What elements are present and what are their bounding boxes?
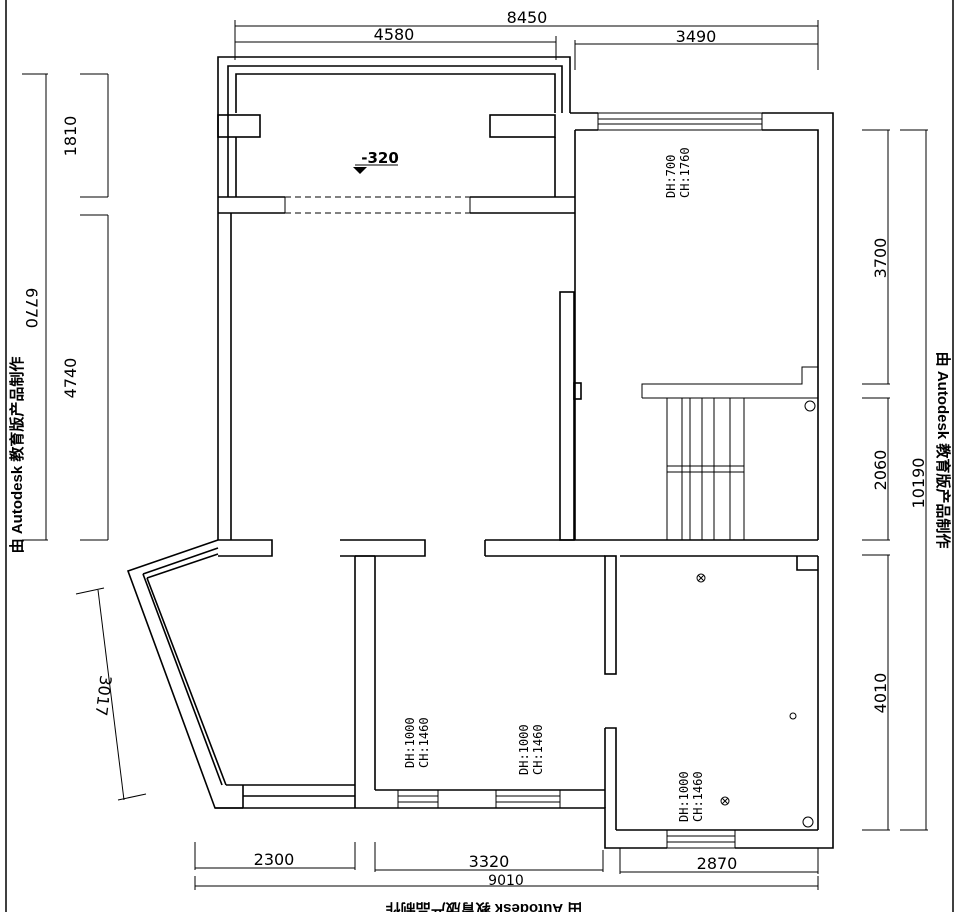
staircase [641, 366, 818, 541]
svg-text:DH:1000: DH:1000 [403, 717, 417, 768]
note-top-right: DH:700 CH:1760 [664, 147, 692, 198]
svg-text:CH:1460: CH:1460 [417, 717, 431, 768]
dim-bottom-mid: 3320 [469, 852, 510, 871]
note-bottom-a: DH:1000 CH:1460 [403, 717, 431, 768]
balcony-opening [284, 196, 471, 214]
dim-left-top: 1810 [61, 116, 80, 157]
dim-bottom-total: 9010 [488, 873, 524, 889]
watermark-left: 由 Autodesk 教育版产品制作 [8, 357, 26, 554]
watermark-bottom: 由 Autodesk 教育版产品制作 [386, 900, 583, 912]
svg-text:CH:1460: CH:1460 [691, 771, 705, 822]
watermark-right: 由 Autodesk 教育版产品制作 [934, 352, 952, 549]
dim-top-total: 8450 [507, 8, 548, 27]
dim-left-mid: 4740 [61, 358, 80, 399]
fixtures [696, 573, 814, 828]
elevation-marker: -320 [353, 149, 399, 174]
svg-text:DH:700: DH:700 [664, 155, 678, 198]
dim-top-left: 4580 [374, 25, 415, 44]
dim-top-right: 3490 [676, 27, 717, 46]
bay-window [126, 539, 355, 809]
dim-right-top: 3700 [871, 238, 890, 279]
note-bottom-b: DH:1000 CH:1460 [517, 724, 545, 775]
svg-text:CH:1460: CH:1460 [531, 724, 545, 775]
dim-right-total: 10190 [909, 458, 928, 509]
dim-bottom-right: 2870 [697, 854, 738, 873]
dim-right-mid: 2060 [871, 450, 890, 491]
dimension-lines [22, 20, 928, 890]
note-bottom-c: DH:1000 CH:1460 [677, 771, 705, 822]
dim-bottom-left: 2300 [254, 850, 295, 869]
windows [397, 112, 763, 849]
dim-left-total: 6770 [22, 288, 41, 329]
dim-right-low: 4010 [871, 673, 890, 714]
elevation-label: -320 [361, 149, 399, 167]
svg-text:DH:1000: DH:1000 [677, 771, 691, 822]
dim-left-diagonal: 3017 [92, 674, 116, 717]
svg-text:CH:1760: CH:1760 [678, 147, 692, 198]
svg-text:DH:1000: DH:1000 [517, 724, 531, 775]
